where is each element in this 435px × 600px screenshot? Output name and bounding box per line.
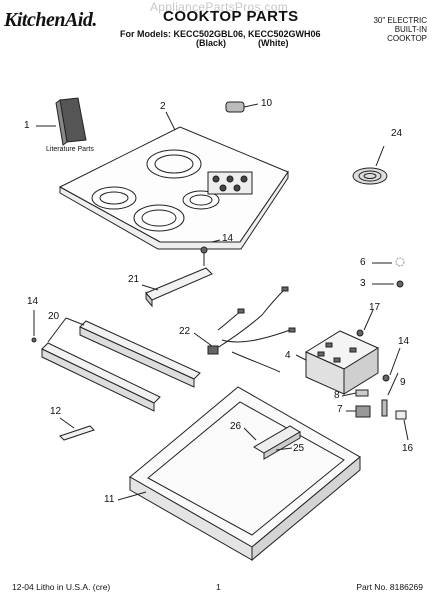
glass-cooktop: [58, 111, 289, 250]
callout-8: 8: [334, 390, 340, 401]
callout-4: 4: [285, 350, 291, 361]
surface-element: [352, 145, 388, 185]
callout-12: 12: [50, 406, 62, 417]
terminal-box: [295, 309, 380, 395]
footer-page-number: 1: [216, 582, 221, 592]
mounting-bracket: [141, 239, 221, 308]
variant-black: (Black): [196, 38, 227, 48]
callout-14-right: 14: [398, 336, 410, 347]
callout-9: 9: [400, 377, 406, 388]
callout-2: 2: [160, 101, 166, 112]
models-line: For Models: KECC502GBL06, KECC502GWH06: [120, 29, 321, 39]
footer-litho: 12-04 Litho in U.S.A. (cre): [12, 582, 111, 592]
callout-17: 17: [369, 302, 381, 313]
callout-5: 25: [293, 443, 305, 454]
trim-rails: [31, 310, 201, 412]
product-line-3: COOKTOP: [387, 34, 427, 43]
control-knob: [225, 101, 259, 113]
callout-7: 7: [337, 404, 343, 415]
terminal-parts: [341, 347, 409, 441]
callout-14-top: 14: [222, 233, 234, 244]
burner-box: [117, 386, 361, 562]
variant-white: (White): [258, 38, 289, 48]
callout-26: 26: [230, 421, 242, 432]
callout-24: 24: [391, 128, 403, 139]
literature-label: Literature Parts: [46, 146, 94, 153]
literature-booklet: [36, 97, 87, 146]
page-title: COOKTOP PARTS: [163, 8, 299, 25]
brand-logo: KitchenAid.: [4, 9, 97, 31]
callout-16: 16: [402, 443, 414, 454]
watermark-text: AppliancePartsPros.com: [150, 0, 288, 14]
fasteners: [372, 257, 405, 288]
callout-14-left: 14: [27, 296, 39, 307]
footer-part-number: Part No. 8186269: [356, 582, 423, 592]
callout-6: 6: [360, 257, 366, 268]
callout-10: 10: [261, 98, 273, 109]
product-line-2: BUILT-IN: [394, 25, 427, 34]
callout-11: 11: [104, 494, 115, 505]
callout-22: 22: [179, 326, 191, 337]
clip-strip: [59, 417, 95, 441]
callout-21: 21: [128, 274, 140, 285]
callout-3: 3: [360, 278, 366, 289]
callout-20: 20: [48, 311, 60, 322]
wire-harness: [193, 286, 296, 373]
callout-1: 1: [24, 120, 30, 131]
product-line-1: 30" ELECTRIC: [373, 16, 427, 25]
